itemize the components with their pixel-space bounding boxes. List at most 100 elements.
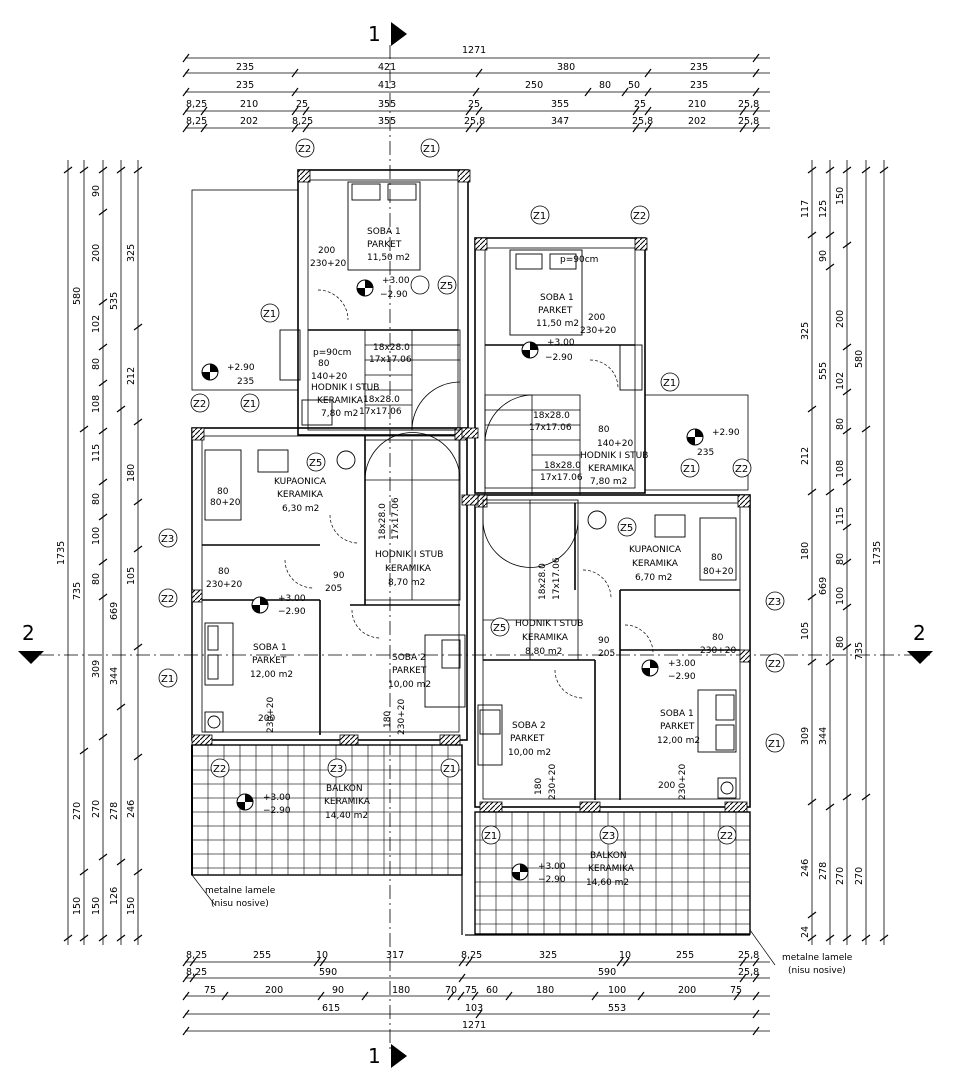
note-lamele-right: metalne lamele xyxy=(782,953,853,963)
opening-label: 235 xyxy=(697,448,714,458)
dim-value: 615 xyxy=(322,1003,340,1014)
room-name: BALKON xyxy=(590,851,627,861)
svg-text:1: 1 xyxy=(368,22,381,46)
note-lamele-left: metalne lamele xyxy=(205,886,276,896)
dim-value: 80 xyxy=(91,358,102,370)
dim-value: 735 xyxy=(72,582,83,600)
room-area: 8,70 m2 xyxy=(388,578,425,588)
opening-label: 180 xyxy=(534,778,544,795)
tag-label: Z5 xyxy=(620,523,633,534)
level-value: −2.90 xyxy=(545,353,573,363)
dim-value: 212 xyxy=(800,447,811,465)
dim-value: 309 xyxy=(91,660,102,678)
dim-value: 590 xyxy=(319,967,337,978)
dim-value: 270 xyxy=(854,867,865,885)
dim-value: 105 xyxy=(800,622,811,640)
dim-value: 235 xyxy=(236,62,254,73)
tag-label: Z3 xyxy=(602,831,615,842)
section-marker-2-left: 2 xyxy=(18,621,44,664)
room-area: 11,50 m2 xyxy=(367,253,410,263)
room-area: 6,70 m2 xyxy=(635,573,672,583)
dim-value: 235 xyxy=(690,62,708,73)
room-floor: KERAMIKA xyxy=(324,797,371,807)
dim-value: 80 xyxy=(835,418,846,430)
room-floor: PARKET xyxy=(367,240,402,250)
level-value: +3.00 xyxy=(668,659,696,669)
dim-value: 115 xyxy=(91,444,102,462)
room-floor: KERAMIKA xyxy=(277,490,324,500)
opening-label: 17x17.06 xyxy=(529,423,572,433)
dim-value: 246 xyxy=(800,859,811,877)
dim-value: 180 xyxy=(126,464,137,482)
opening-label: 18x28.0 xyxy=(538,563,548,600)
room-name: HODNIK I STUB xyxy=(515,619,583,629)
tag-label: Z1 xyxy=(443,764,456,775)
dim-value: 235 xyxy=(236,80,254,91)
dim-value: 80 xyxy=(835,553,846,565)
opening-label: 17x17.06 xyxy=(369,355,412,365)
opening-label: 200 xyxy=(588,313,605,323)
tag-label: Z2 xyxy=(633,211,646,222)
level-value: +3.00 xyxy=(382,276,410,286)
room-floor: KERAMIKA xyxy=(588,464,635,474)
dim-value: 210 xyxy=(240,99,258,110)
level-value: +3.00 xyxy=(263,793,291,803)
room-floor: PARKET xyxy=(538,306,573,316)
tag-label: Z1 xyxy=(768,739,781,750)
opening-label: 80 xyxy=(598,425,610,435)
tag-label: Z5 xyxy=(440,281,453,292)
dim-value: 25,8 xyxy=(738,116,759,127)
dim-value: 75 xyxy=(730,985,742,996)
room-area: 10,00 m2 xyxy=(508,748,551,758)
note-lamele-right-sub: (nisu nosive) xyxy=(788,966,846,976)
dim-value: 125 xyxy=(818,200,829,218)
room-area: 14,40 m2 xyxy=(325,811,368,821)
level-marker-icon xyxy=(641,659,659,677)
opening-label: 17x17.06 xyxy=(391,497,401,540)
bottom-dimension-values: 8,25 255 10 317 8,25 325 10 255 25,8 8,2… xyxy=(186,950,759,1031)
opening-label: 17x17.06 xyxy=(552,557,562,600)
opening-label: 17x17.06 xyxy=(359,407,402,417)
room-floor: KERAMIKA xyxy=(385,564,432,574)
tag-label: Z1 xyxy=(484,831,497,842)
tag-label: Z2 xyxy=(735,464,748,475)
opening-label: 140+20 xyxy=(311,372,347,382)
opening-label: 18x28.0 xyxy=(544,461,581,471)
tag-label: Z2 xyxy=(768,659,781,670)
note-lamele-left-sub: (nisu nosive) xyxy=(211,899,269,909)
dim-value: 25 xyxy=(296,99,308,110)
dim-value: 278 xyxy=(818,862,829,880)
dim-value: 117 xyxy=(800,200,811,218)
room-floor: KERAMIKA xyxy=(632,559,679,569)
dim-value: 250 xyxy=(525,80,543,91)
room-area: 6,30 m2 xyxy=(282,504,319,514)
dim-value: 355 xyxy=(378,116,396,127)
level-value: +3.00 xyxy=(547,338,575,348)
opening-label: 17x17.06 xyxy=(540,473,583,483)
notes: metalne lamele (nisu nosive) metalne lam… xyxy=(191,874,853,976)
level-value: +3.00 xyxy=(538,862,566,872)
opening-label: 205 xyxy=(325,584,342,594)
room-floor: KERAMIKA xyxy=(317,396,364,406)
furniture xyxy=(204,181,737,799)
tag-label: Z1 xyxy=(683,464,696,475)
opening-label: 18x28.0 xyxy=(373,343,410,353)
opening-label: 80 xyxy=(217,487,229,497)
dim-value: 344 xyxy=(818,727,829,745)
tag-label: Z1 xyxy=(243,399,256,410)
dim-value: 380 xyxy=(557,62,575,73)
dim-value: 180 xyxy=(800,542,811,560)
opening-label: 230+20 xyxy=(310,259,346,269)
dim-value: 270 xyxy=(91,800,102,818)
opening-label: 80+20 xyxy=(210,498,241,508)
left-dimension-values: 1735 580 735 270 150 90 200 102 80 108 1… xyxy=(56,185,137,915)
dim-value: 102 xyxy=(91,315,102,333)
dim-value: 180 xyxy=(536,985,554,996)
opening-label: 200 xyxy=(658,781,675,791)
level-value: −2.90 xyxy=(538,875,566,885)
tag-label: Z1 xyxy=(533,211,546,222)
opening-label: 80+20 xyxy=(703,567,734,577)
room-area: 7,80 m2 xyxy=(590,477,627,487)
tag-label: Z3 xyxy=(768,597,781,608)
dim-value: 325 xyxy=(800,322,811,340)
